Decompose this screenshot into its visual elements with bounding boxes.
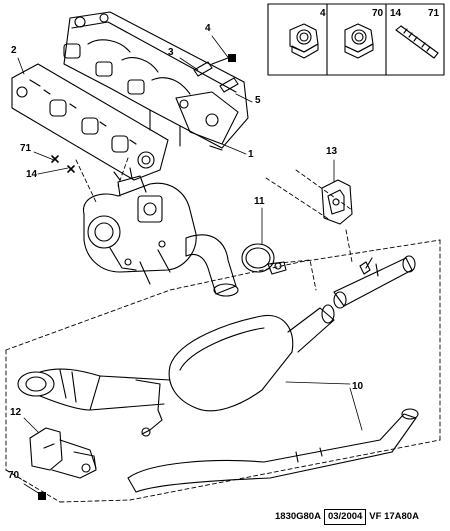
cross-markers — [51, 155, 75, 173]
turbo-elbow-pipe — [185, 234, 239, 297]
stud-14-drawing — [395, 25, 439, 59]
intermediate-pipe — [127, 408, 419, 493]
catalytic-converter — [17, 304, 335, 412]
inset-label-70: 70 — [372, 8, 384, 19]
marker-square-top — [228, 54, 236, 62]
turbocharger — [83, 167, 197, 285]
callout-3: 3 — [168, 47, 174, 58]
leader-lines — [17, 35, 363, 495]
inset-label-14: 14 — [390, 8, 402, 19]
nut-4-drawing — [289, 23, 319, 59]
callout-70: 70 — [8, 470, 20, 481]
callout-11: 11 — [254, 196, 265, 207]
bracket-rod — [135, 379, 163, 437]
model-code: VF 17A80A — [369, 511, 419, 522]
callout-4: 4 — [205, 23, 211, 34]
mount-12 — [29, 427, 97, 479]
nut-70-drawing — [344, 23, 374, 59]
exhaust-manifold — [63, 11, 249, 151]
dashed-assembly-outline — [5, 157, 441, 503]
callout-2: 2 — [11, 45, 17, 56]
drawing-reference-footer: 1830G80A 03/2004 VF 17A80A — [272, 508, 422, 526]
inset-label-71: 71 — [428, 8, 440, 19]
drawing-date: 03/2004 — [323, 509, 367, 525]
callout-12: 12 — [10, 407, 22, 418]
callout-10: 10 — [352, 381, 364, 392]
callout-1: 1 — [248, 149, 254, 160]
manifold-studs — [193, 57, 239, 93]
callout-13: 13 — [326, 146, 338, 157]
marker-square-bottom — [38, 492, 46, 500]
callout-71: 71 — [20, 143, 32, 154]
inset-label-4: 4 — [320, 8, 326, 19]
manifold-gasket — [11, 63, 169, 181]
callout-14: 14 — [26, 169, 38, 180]
clamp-11 — [241, 243, 287, 275]
rear-pipe-section — [333, 255, 416, 309]
callout-5: 5 — [255, 95, 261, 106]
drawing-code: 1830G80A — [275, 511, 321, 522]
